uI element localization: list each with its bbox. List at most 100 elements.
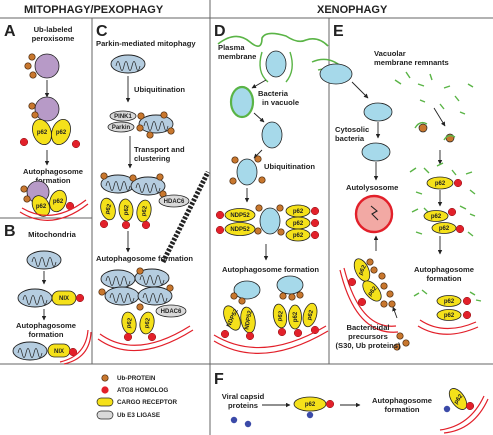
header-mitophagy: MITOPHAGY/PEXOPHAGY	[24, 4, 164, 16]
panel-f-title-2: proteins	[228, 401, 258, 410]
ubiquitin-icon	[101, 374, 109, 382]
panel-letter-e: E	[333, 23, 344, 40]
hdac6-icon	[158, 194, 190, 208]
svg-text:p62: p62	[144, 317, 152, 329]
svg-text:p62: p62	[439, 226, 450, 232]
lysis-icon	[370, 205, 379, 221]
panel-a-result-1: Autophagosome	[23, 167, 83, 176]
panel-a-result-2: formation	[35, 176, 70, 185]
svg-text:p62: p62	[56, 130, 67, 136]
panel-c-title: Parkin-mediated mitophagy	[96, 39, 196, 48]
svg-text:p62: p62	[453, 393, 464, 405]
legend-label-receptor: CARGO RECEPTOR	[117, 399, 178, 406]
svg-text:NIX: NIX	[54, 349, 64, 355]
panel-c-step2-1: Transport and	[134, 145, 185, 154]
svg-text:p62: p62	[293, 233, 304, 239]
panel-e-cyto-2: bacteria	[335, 134, 365, 143]
svg-text:p62: p62	[105, 203, 114, 215]
panel-d-step1: Ubiquitination	[264, 162, 315, 171]
panel-letter-f: F	[214, 371, 224, 388]
panel-e-autolysosome: Autolysosome	[346, 183, 398, 192]
plasma-membrane	[217, 32, 329, 47]
panel-e: E Vacuolar membrane remnants Cytosolic b…	[311, 23, 482, 351]
panel-c-result: Autophagosome formation	[96, 254, 193, 263]
svg-text:HDAC6: HDAC6	[161, 309, 182, 315]
legend-label-atg8: ATG8 HOMOLOG	[117, 387, 168, 394]
panel-d-vacuole-1: Bacteria	[258, 89, 289, 98]
panel-letter-d: D	[214, 23, 226, 40]
viral-capsid-icon	[230, 416, 238, 424]
svg-text:p62: p62	[431, 214, 442, 220]
svg-text:NDP52: NDP52	[244, 309, 253, 330]
parkin-icon	[107, 121, 135, 133]
panel-d-vacuole-2: in vacuole	[262, 98, 299, 107]
panel-b-result-2: formation	[28, 330, 63, 339]
p62-receptor-icon	[51, 119, 71, 145]
pink1-icon	[109, 110, 137, 122]
panel-a: A Ub-labeled peroxisome p62 p62 Autophag…	[4, 23, 89, 221]
panel-b: B Mitochondria NIX Autophagosome formati…	[4, 223, 92, 365]
panel-a-title-1: Ub-labeled	[34, 25, 73, 34]
panel-e-result-2: formation	[426, 274, 461, 283]
svg-text:p62: p62	[124, 204, 131, 215]
ndp52-receptor-icon	[224, 222, 256, 236]
panel-e-remnants-2: membrane remnants	[374, 58, 449, 67]
svg-text:p62: p62	[358, 264, 368, 277]
svg-text:Parkin: Parkin	[112, 125, 131, 131]
svg-text:NDP52: NDP52	[230, 213, 250, 219]
p62-receptor-icon	[32, 119, 52, 145]
receptor-icon	[96, 397, 114, 407]
viral-capsid-icon	[244, 420, 252, 428]
svg-text:p62: p62	[444, 299, 455, 305]
svg-text:p62: p62	[444, 313, 455, 319]
phagophore-membrane	[21, 199, 87, 216]
peroxisome-icon	[34, 53, 60, 79]
e3-ligase-icon	[96, 410, 114, 420]
svg-text:p62: p62	[367, 285, 379, 297]
bacteria-in-vacuole-icon	[229, 85, 255, 119]
panel-e-precursor-2: precursors	[348, 332, 388, 341]
panel-e-result-1: Autophagosome	[414, 265, 474, 274]
panel-f-result-2: formation	[384, 405, 419, 414]
panel-b-title: Mitochondria	[28, 230, 76, 239]
legend-label-ub: Ub-PROTEIN	[117, 375, 156, 382]
svg-text:PINK1: PINK1	[114, 114, 132, 120]
svg-text:p62: p62	[141, 205, 149, 217]
panel-d: D Plasma membrane Bacteria in vacuole Ub…	[213, 23, 329, 354]
panel-c-step2-2: clustering	[134, 154, 171, 163]
panel-c: C Parkin-mediated mitophagy Ubiquitinati…	[96, 23, 211, 352]
svg-text:p62: p62	[293, 221, 304, 227]
panel-e-cyto-1: Cytosolic	[335, 125, 369, 134]
bacteria-icon	[319, 63, 353, 85]
membrane-remnants	[394, 71, 474, 115]
svg-text:p62: p62	[36, 204, 47, 210]
panel-d-membrane-1: Plasma	[218, 43, 245, 52]
panel-f-result-1: Autophagosome	[372, 396, 432, 405]
svg-text:p62: p62	[307, 309, 316, 321]
svg-text:p62: p62	[53, 199, 64, 205]
panel-f: F Viral capsid proteins p62 Autophagosom…	[214, 371, 489, 434]
header-xenophagy: XENOPHAGY	[317, 4, 388, 16]
panel-d-result: Autophagosome formation	[222, 265, 319, 274]
panel-e-precursor-1: Bactericidal	[346, 323, 389, 332]
panel-a-title-2: peroxisome	[32, 34, 75, 43]
atg8-icon	[101, 386, 109, 394]
panel-b-result-1: Autophagosome	[16, 321, 76, 330]
svg-text:p62: p62	[293, 311, 299, 322]
svg-text:p62: p62	[126, 317, 134, 329]
svg-text:NIX: NIX	[59, 296, 69, 302]
panel-d-membrane-2: membrane	[218, 52, 256, 61]
svg-text:p62: p62	[293, 209, 304, 215]
svg-text:p62: p62	[277, 310, 285, 322]
legend: Ub-PROTEIN ATG8 HOMOLOG CARGO RECEPTOR U…	[96, 374, 178, 420]
svg-text:p62: p62	[305, 402, 316, 408]
peroxisome-icon	[34, 96, 60, 122]
panel-letter-b: B	[4, 223, 16, 240]
microtubule-icon	[160, 170, 211, 264]
svg-text:p62: p62	[435, 181, 446, 187]
panel-letter-a: A	[4, 23, 16, 40]
panel-letter-c: C	[96, 23, 108, 40]
panel-f-title-1: Viral capsid	[222, 392, 265, 401]
autolysosome-icon	[354, 194, 394, 234]
